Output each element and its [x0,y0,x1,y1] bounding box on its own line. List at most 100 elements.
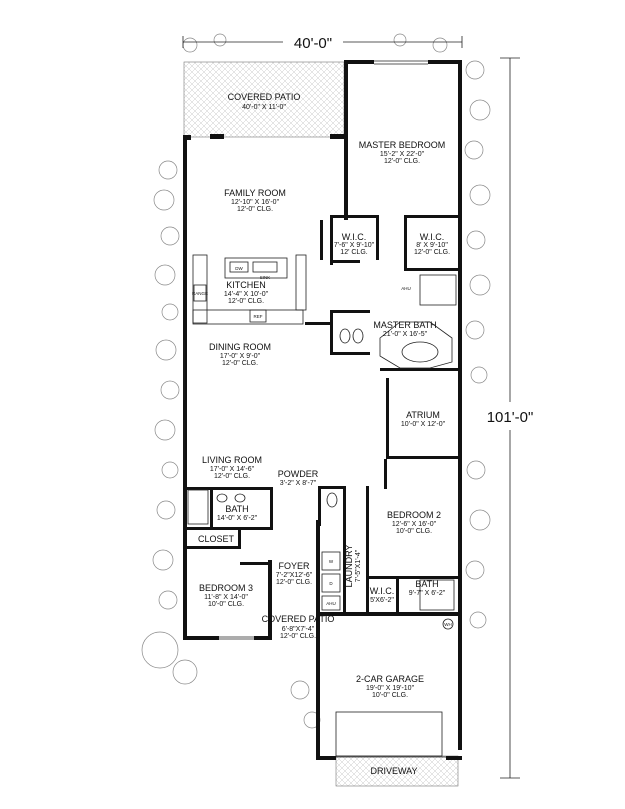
kitchen-counters: DW SINK RANGE REF [192,254,307,325]
washer-label: W [329,559,334,564]
svg-text:14'-4" X 10'-0": 14'-4" X 10'-0" [224,291,269,298]
svg-text:12'-0" CLG.: 12'-0" CLG. [228,298,264,305]
svg-text:12' CLG.: 12' CLG. [340,249,367,256]
room-driveway: DRIVEWAY [370,766,417,776]
room-wic-1: W.I.C. 7'-6" X 9'-10" 12' CLG. [334,232,375,256]
ahu-label: AHU [401,286,411,291]
svg-text:10'-0" CLG.: 10'-0" CLG. [396,528,432,535]
svg-text:12'-0" CLG.: 12'-0" CLG. [276,579,312,586]
svg-text:7'-6" X 9'-10": 7'-6" X 9'-10" [334,242,375,249]
svg-text:CLOSET: CLOSET [198,534,235,544]
svg-text:POWDER: POWDER [278,469,319,479]
svg-text:10'-0" CLG.: 10'-0" CLG. [208,601,244,608]
dw-label: DW [235,266,243,271]
svg-text:40'-0" X 11'-0": 40'-0" X 11'-0" [242,104,286,111]
svg-text:BATH: BATH [415,579,438,589]
svg-text:KITCHEN: KITCHEN [226,280,266,290]
room-family-room: FAMILY ROOM 12'-10" X 16'-0" 12'-0" CLG. [224,188,286,213]
master-bath-fixtures: AHU [339,274,457,369]
svg-text:ATRIUM: ATRIUM [406,410,440,420]
svg-text:12'-6" X 16'-0": 12'-6" X 16'-0" [392,521,437,528]
svg-text:5'X6'-2": 5'X6'-2" [370,597,394,604]
landscaping [141,33,491,729]
svg-text:17'-0" X 9'-0": 17'-0" X 9'-0" [220,353,261,360]
svg-text:11'-8" X 14'-0": 11'-8" X 14'-0" [204,594,248,601]
svg-text:W.I.C.: W.I.C. [420,232,445,242]
sink-label: SINK [260,275,271,280]
room-closet: CLOSET [198,534,235,544]
width-dimension: 40'-0" [182,35,463,52]
svg-text:2-CAR GARAGE: 2-CAR GARAGE [356,674,424,684]
svg-text:10'-0" CLG.: 10'-0" CLG. [372,692,408,699]
svg-text:10'-0" X 12'-0": 10'-0" X 12'-0" [401,421,446,428]
range-label: RANGE [192,291,208,296]
range [193,284,207,302]
room-powder: POWDER 3'-2" X 8'-7" [278,469,319,487]
svg-text:12'-0" CLG.: 12'-0" CLG. [280,633,316,640]
svg-text:DRIVEWAY: DRIVEWAY [370,766,417,776]
svg-text:7'-2"X12'-6": 7'-2"X12'-6" [276,572,313,579]
svg-text:17'-0" X 14'-6": 17'-0" X 14'-6" [210,466,255,473]
ref-label: REF [254,314,263,319]
covered-patio-floor [183,61,345,138]
room-dining-room: DINING ROOM 17'-0" X 9'-0" 12'-0" CLG. [209,342,271,367]
svg-text:15'-2" X 22'-0": 15'-2" X 22'-0" [380,151,425,158]
depth-dimension: 101'-0" [487,57,534,779]
walls [183,60,462,760]
svg-text:12'-0" CLG.: 12'-0" CLG. [414,249,450,256]
dishwasher [229,261,249,273]
room-bedroom-3: BEDROOM 3 11'-8" X 14'-0" 10'-0" CLG. [199,583,253,608]
svg-text:6'-8"X7'-4": 6'-8"X7'-4" [282,626,315,633]
room-covered-patio-2: COVERED PATIO 6'-8"X7'-4" 12'-0" CLG. [262,614,335,640]
garage-door [335,711,443,757]
room-garage: 2-CAR GARAGE 19'-0" X 19'-10" 10'-0" CLG… [356,674,424,699]
svg-text:7'-5"X1'-4": 7'-5"X1'-4" [355,549,362,582]
svg-text:12'-10" X 16'-0": 12'-10" X 16'-0" [231,199,280,206]
room-wic-2: W.I.C. 8' X 9'-10" 12'-0" CLG. [414,232,450,256]
svg-text:14'-0" X 6'-2": 14'-0" X 6'-2" [217,515,258,522]
room-living-room: LIVING ROOM 17'-0" X 14'-6" 12'-0" CLG. [202,455,262,480]
svg-text:MASTER BEDROOM: MASTER BEDROOM [359,140,446,150]
room-wic-3: W.I.C. 5'X6'-2" [370,586,395,604]
room-bedroom-2: BEDROOM 2 12'-6" X 16'-0" 10'-0" CLG. [387,510,441,535]
svg-text:COVERED PATIO: COVERED PATIO [228,92,301,102]
svg-text:MASTER BATH: MASTER BATH [373,320,436,330]
svg-text:W.I.C.: W.I.C. [342,232,367,242]
room-covered-patio: COVERED PATIO 40'-0" X 11'-0" [228,92,301,111]
svg-text:12'-0" CLG.: 12'-0" CLG. [237,206,273,213]
room-master-bedroom: MASTER BEDROOM 15'-2" X 22'-0" 12'-0" CL… [359,140,446,165]
svg-text:19'-0" X 19'-10": 19'-0" X 19'-10" [366,685,415,692]
depth-dimension-label: 101'-0" [487,409,534,426]
svg-text:W.I.C.: W.I.C. [370,586,395,596]
room-foyer: FOYER 7'-2"X12'-6" 12'-0" CLG. [276,561,313,586]
svg-text:12'-0" CLG.: 12'-0" CLG. [222,360,258,367]
svg-text:LIVING ROOM: LIVING ROOM [202,455,262,465]
room-kitchen: KITCHEN 14'-4" X 10'-0" 12'-0" CLG. [224,280,269,305]
svg-text:BEDROOM 3: BEDROOM 3 [199,583,253,593]
kitchen-sink [252,261,278,273]
svg-text:BEDROOM 2: BEDROOM 2 [387,510,441,520]
svg-text:9'-7" X 6'-2": 9'-7" X 6'-2" [409,590,446,597]
window-lines [183,60,460,758]
ahu2-label: AHU [326,601,336,606]
svg-text:3'-2" X 8'-7": 3'-2" X 8'-7" [280,480,317,487]
svg-text:FOYER: FOYER [278,561,310,571]
svg-text:LAUNDRY: LAUNDRY [344,545,354,588]
room-bath-2: BATH 9'-7" X 6'-2" [409,579,446,597]
svg-text:12'-0" CLG.: 12'-0" CLG. [214,473,250,480]
refrigerator [249,309,267,323]
wh-label: WH [444,622,452,627]
room-atrium: ATRIUM 10'-0" X 12'-0" [401,410,446,428]
bath-fixtures: W D AHU WH [187,489,455,630]
svg-text:FAMILY ROOM: FAMILY ROOM [224,188,286,198]
room-laundry: LAUNDRY 7'-5"X1'-4" [344,545,362,588]
svg-text:21'-0" X 16'-5": 21'-0" X 16'-5" [383,331,428,338]
width-dimension-label: 40'-0" [294,35,332,52]
driveway-floor [335,755,459,787]
room-master-bath: MASTER BATH 21'-0" X 16'-5" [373,320,436,338]
svg-text:DINING ROOM: DINING ROOM [209,342,271,352]
svg-text:COVERED PATIO: COVERED PATIO [262,614,335,624]
room-bath-1: BATH 14'-0" X 6'-2" [217,504,258,522]
svg-text:12'-0" CLG.: 12'-0" CLG. [384,158,420,165]
